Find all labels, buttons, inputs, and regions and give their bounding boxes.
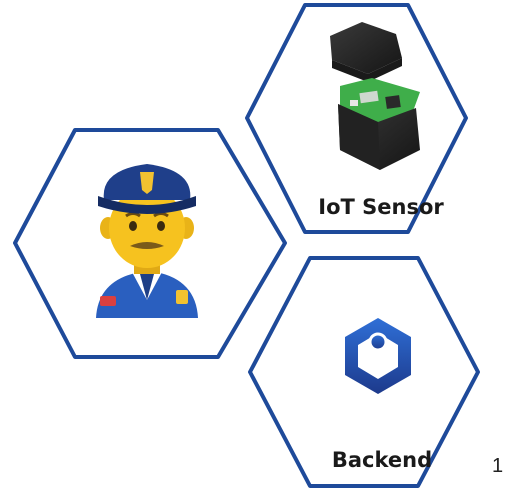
iot-sensor-device-icon (330, 22, 420, 170)
backend-hexagon-logo-icon (345, 318, 411, 394)
sensor-label: IoT Sensor (318, 195, 444, 219)
backend-label: Backend (332, 448, 432, 472)
sensor-node: IoT Sensor (245, 3, 468, 234)
user-node (13, 128, 287, 359)
backend-node: Backend (248, 256, 480, 488)
police-officer-icon (96, 164, 198, 318)
page-number: 1 (492, 455, 504, 477)
